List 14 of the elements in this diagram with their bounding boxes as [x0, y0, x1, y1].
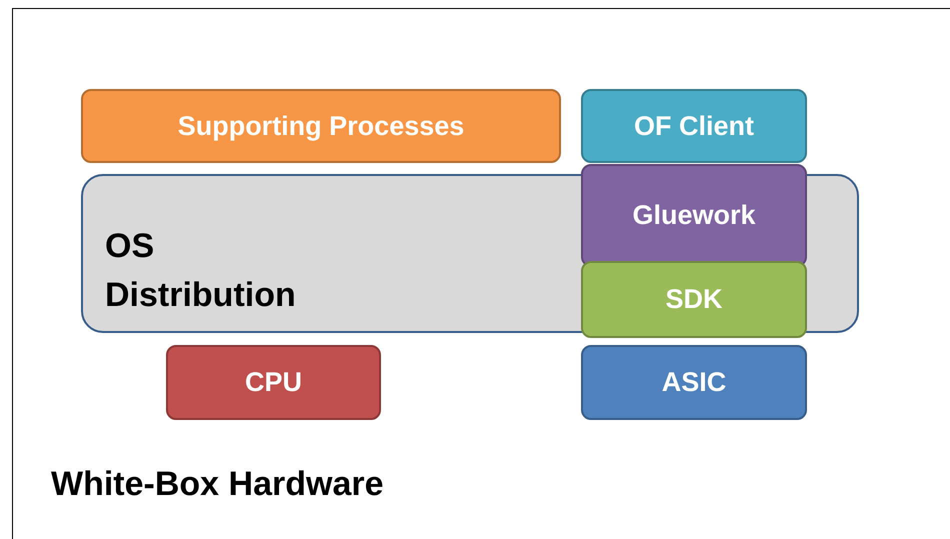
panel-label: OS Distribution [105, 226, 297, 316]
hardware-frame [12, 8, 950, 539]
component-label: ASIC [662, 367, 726, 398]
component-box [166, 345, 381, 420]
component-label: Gluework [632, 200, 756, 231]
component-box [581, 261, 807, 338]
component-box [81, 89, 561, 163]
component-label: SDK [665, 284, 722, 315]
component-box [581, 89, 807, 163]
component-label: Supporting Processes [178, 110, 464, 142]
frame-title: White-Box Hardware [51, 465, 384, 504]
component-label: CPU [244, 367, 302, 398]
component-label: OF Client [634, 110, 754, 142]
component-box [581, 345, 807, 420]
